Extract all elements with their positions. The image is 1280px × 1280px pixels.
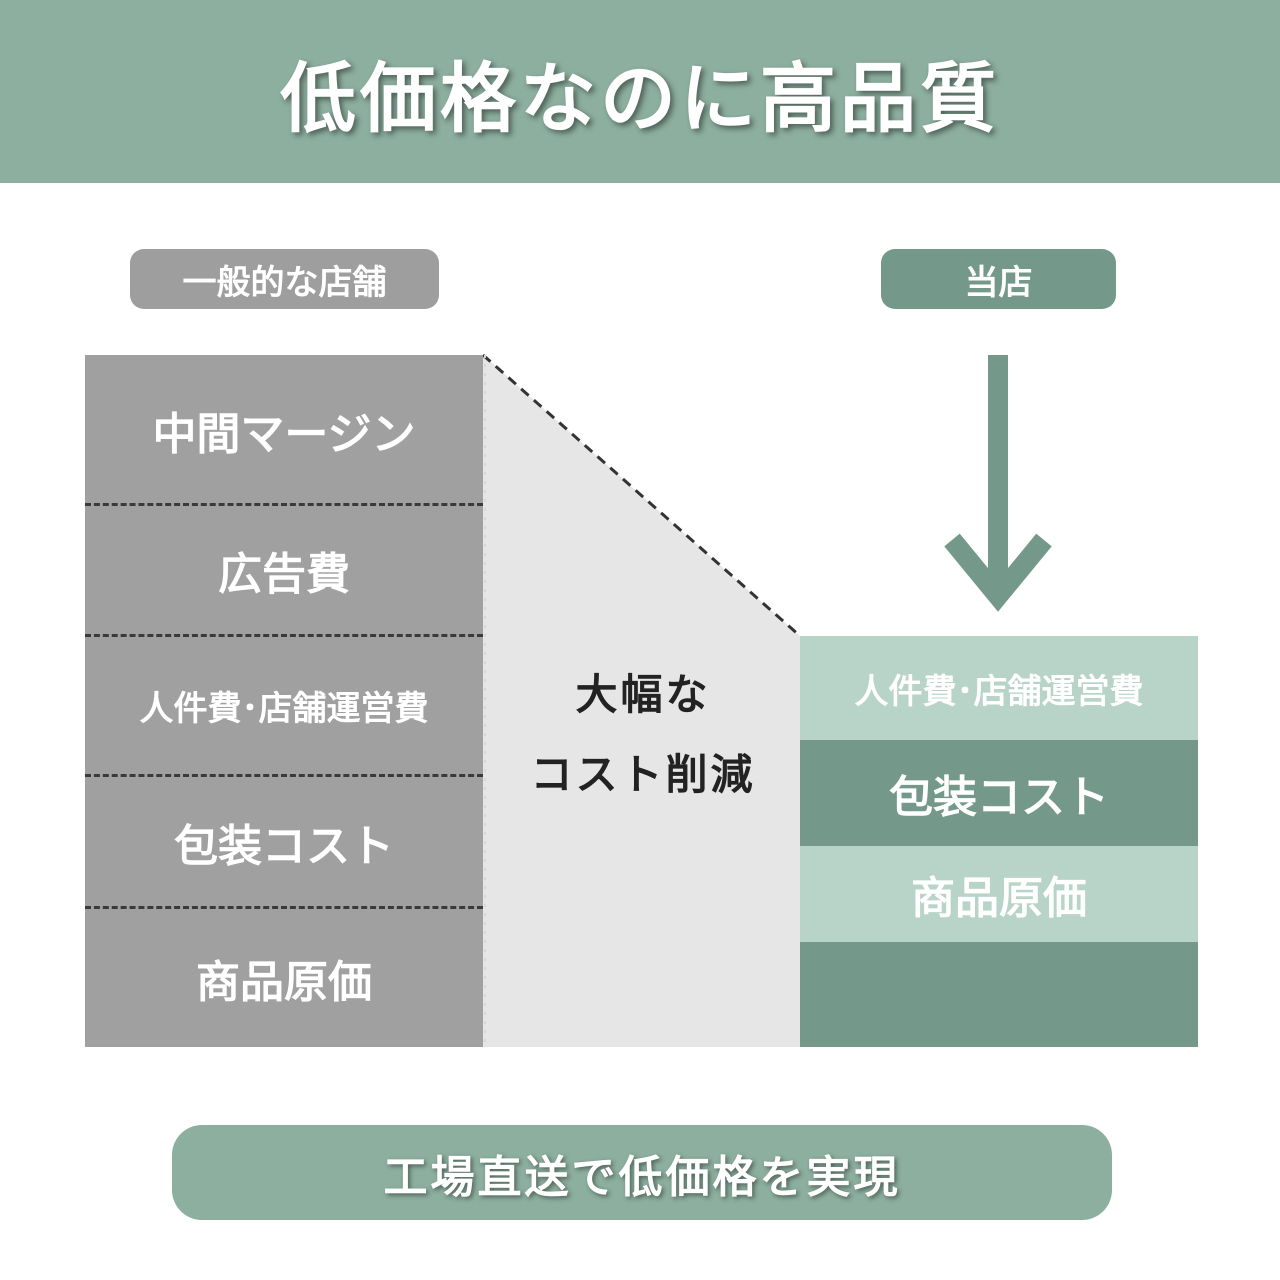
- cost-item-packaging: 包装コスト: [174, 820, 394, 872]
- cost-item-product: 商品原価: [196, 956, 372, 1008]
- down-arrow-icon: [944, 355, 1052, 612]
- divider: [85, 774, 483, 777]
- footer-text: 工場直送で低価格を実現: [383, 1151, 901, 1203]
- cost-cut-line1: 大幅な: [575, 670, 711, 719]
- general-store-cost-stack: 中間マージン 広告費 人件費･店舗運営費 包装コスト 商品原価: [85, 355, 483, 1047]
- divider: [85, 906, 483, 909]
- cost-cut-diagonal: [482, 353, 801, 638]
- cost-cut-area: [483, 355, 800, 1047]
- cost-item-labor: 人件費･店舗運営費: [139, 689, 429, 729]
- cost-item-advertising: 広告費: [218, 549, 350, 600]
- cost-item-margin: 中間マージン: [152, 409, 416, 460]
- divider: [85, 634, 483, 637]
- our-store-cost-stack: 人件費･店舗運営費 包装コスト 商品原価: [800, 636, 1198, 1047]
- header-banner: 低価格なのに高品質: [0, 0, 1280, 183]
- our-cost-packaging: 包装コスト: [800, 740, 1198, 846]
- cost-cut-line2: コスト削減: [530, 750, 756, 799]
- our-store-label: 当店: [881, 249, 1116, 309]
- our-cost-product: 商品原価: [800, 846, 1198, 942]
- our-cost-base: [800, 942, 1198, 1047]
- cost-cut-label: 大幅な コスト削減: [488, 655, 798, 815]
- page-title: 低価格なのに高品質: [280, 53, 1000, 143]
- divider: [85, 503, 483, 506]
- footer-banner: 工場直送で低価格を実現: [172, 1125, 1112, 1220]
- general-store-label: 一般的な店舗: [130, 249, 439, 309]
- our-cost-labor: 人件費･店舗運営費: [800, 636, 1198, 740]
